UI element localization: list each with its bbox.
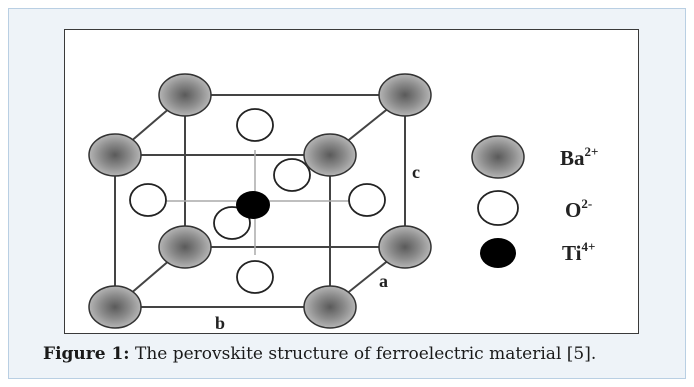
- figure-image: c a b Ba2+ O2- Ti4+: [64, 29, 639, 334]
- oxygen-atom-right: [348, 183, 386, 217]
- oxygen-atoms: [129, 108, 386, 294]
- axis-label-b: b: [215, 313, 225, 333]
- legend-titanium-symbol: [480, 238, 516, 268]
- barium-atom-front-top-left: [88, 133, 142, 177]
- axis-label-c: c: [412, 162, 420, 182]
- barium-atom-back-top-left: [158, 73, 212, 117]
- legend-barium-symbol: [471, 135, 525, 179]
- oxygen-atom-back: [273, 158, 311, 192]
- caption-text: The perovskite structure of ferroelectri…: [129, 344, 597, 364]
- figure-panel: c a b Ba2+ O2- Ti4+ Figure 1: The perovs…: [8, 8, 686, 379]
- barium-atoms: [88, 73, 432, 329]
- legend: Ba2+ O2- Ti4+: [471, 135, 598, 268]
- legend-titanium-label: Ti4+: [562, 239, 595, 265]
- legend-barium-label: Ba2+: [560, 144, 598, 170]
- barium-atom-back-bottom-right: [378, 225, 432, 269]
- barium-atom-front-bottom-left: [88, 285, 142, 329]
- oxygen-atom-left: [129, 183, 167, 217]
- legend-oxygen-symbol: [477, 190, 519, 226]
- barium-atom-back-bottom-left: [158, 225, 212, 269]
- oxygen-atom-bottom: [236, 260, 274, 294]
- legend-oxygen-label: O2-: [565, 196, 592, 222]
- barium-atom-back-top-right: [378, 73, 432, 117]
- barium-atom-front-top-right: [303, 133, 357, 177]
- barium-atom-front-bottom-right: [303, 285, 357, 329]
- perovskite-diagram: c a b Ba2+ O2- Ti4+: [88, 73, 598, 333]
- caption-label: Figure 1:: [43, 344, 130, 364]
- oxygen-atom-top: [236, 108, 274, 142]
- axis-label-a: a: [379, 271, 388, 291]
- titanium-atom: [236, 191, 270, 219]
- figure-caption: Figure 1: The perovskite structure of fe…: [43, 343, 683, 365]
- oxygen-atom-front: [213, 206, 251, 240]
